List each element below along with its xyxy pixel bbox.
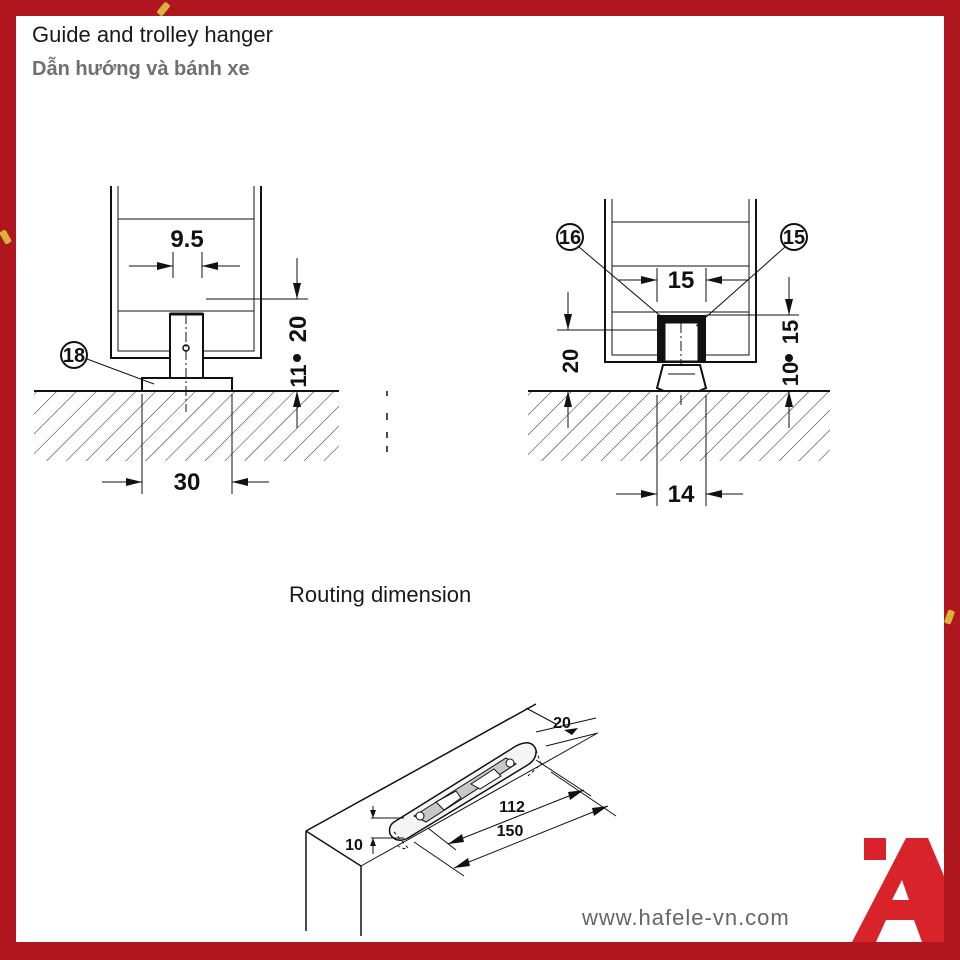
callout-16: [556, 223, 584, 251]
roller-wheel: [655, 364, 708, 392]
page-title: Guide and trolley hanger: [32, 22, 273, 47]
floor-hatch: [528, 391, 830, 461]
confetti-decoration: [156, 1, 171, 17]
dim-14-label: 14: [668, 481, 695, 508]
confetti-decoration: [0, 229, 13, 245]
technical-drawing: 9.5 20 11 30 18: [34, 186, 944, 942]
callout-18: [60, 341, 88, 369]
callout-15: [780, 223, 808, 251]
guide-drawing: 9.5 20 11 30 18: [34, 186, 388, 496]
dim-9-5-label: 9.5: [170, 226, 203, 253]
content-frame: Guide and trolley hanger Dẫn hướng và bá…: [16, 16, 944, 942]
dim-15-right-label: 15: [778, 320, 803, 344]
dim-10-right-label: 10: [778, 362, 803, 386]
hafele-logo: [852, 838, 944, 942]
routing-dim-10-label: 10: [345, 837, 363, 854]
callout-15-label: 15: [783, 227, 805, 249]
callout-18-label: 18: [63, 345, 85, 367]
trolley-drawing: 15 20 15 10 14 1: [528, 199, 830, 508]
routing-section-title: Routing dimension: [289, 582, 472, 607]
screw-icon: [182, 344, 190, 352]
dim-11-label: 11: [286, 364, 311, 387]
routing-drawing: 20 112 150 10: [305, 703, 617, 936]
page-subtitle: Dẫn hướng và bánh xe: [32, 58, 250, 80]
floor-hatch: [34, 391, 339, 461]
guide-base: [141, 377, 233, 392]
dim-15-top-label: 15: [668, 267, 695, 294]
website-url: www.hafele-vn.com: [582, 905, 790, 930]
confetti-decoration: [943, 609, 956, 625]
routing-dim-150-label: 150: [497, 823, 524, 840]
callout-16-label: 16: [559, 227, 581, 249]
dim-30-label: 30: [174, 469, 201, 496]
dim-20-label: 20: [285, 316, 312, 343]
routing-dim-20-label: 20: [553, 715, 571, 732]
dim-20-left-label: 20: [558, 349, 583, 373]
routing-dim-112-label: 112: [499, 799, 525, 816]
